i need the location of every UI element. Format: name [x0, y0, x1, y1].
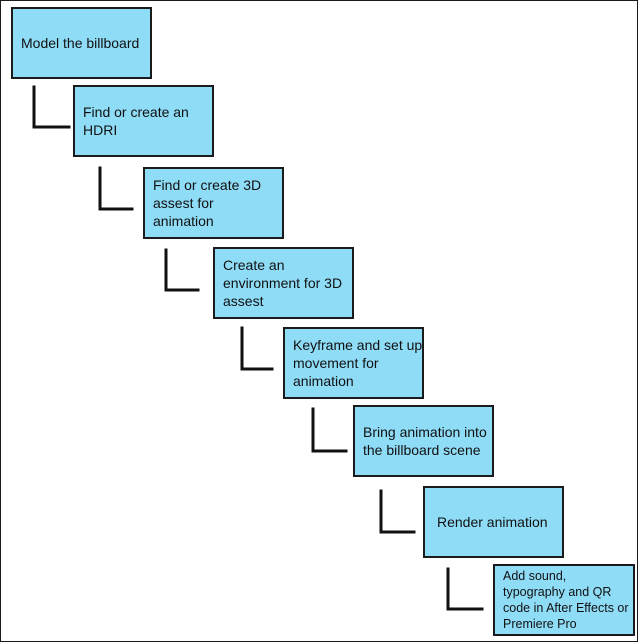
connector-2 [98, 166, 134, 211]
step-render: Render animation [423, 486, 564, 558]
step-label-line: Add sound, [503, 569, 567, 583]
step-label-line: the billboard scene [363, 442, 481, 458]
step-label-line: assest [223, 293, 264, 309]
step-label-line: typography and QR [503, 585, 612, 599]
step-label-line: Bring animation into [363, 424, 487, 440]
step-label-line: HDRI [83, 122, 118, 138]
step-label-line: Find or create 3D [153, 177, 262, 193]
step-label-line: animation [293, 373, 354, 389]
step-label-line: Render animation [437, 514, 548, 530]
step-bring-animation: Bring animation into the billboard scene [353, 405, 494, 477]
step-model-billboard: Model the billboard [11, 7, 152, 79]
step-label-line: movement for [293, 355, 379, 371]
connector-3 [164, 248, 200, 292]
step-3d-asset: Find or create 3D assest for animation [143, 167, 284, 239]
step-label-line: assest for [153, 195, 214, 211]
step-label-line: code in After Effects or [503, 601, 629, 615]
step-label-line: Premiere Pro [503, 617, 577, 631]
connector-7 [446, 567, 484, 611]
step-label-line: Create an [223, 257, 285, 273]
step-label-line: Find or create an [83, 104, 189, 120]
connector-5 [311, 407, 348, 453]
step-label-line: Model the billboard [21, 35, 140, 51]
step-keyframe: Keyframe and set up movement for animati… [283, 327, 424, 399]
step-add-sound: Add sound, typography and QR code in Aft… [493, 564, 635, 636]
step-label-line: animation [153, 213, 214, 229]
step-environment: Create an environment for 3D assest [213, 247, 354, 319]
connector-6 [379, 489, 416, 534]
connector-4 [240, 326, 274, 371]
step-label-line: Keyframe and set up [293, 337, 423, 353]
step-hdri: Find or create an HDRI [73, 85, 214, 157]
connector-1 [32, 85, 71, 129]
step-label-line: environment for 3D [223, 275, 343, 291]
